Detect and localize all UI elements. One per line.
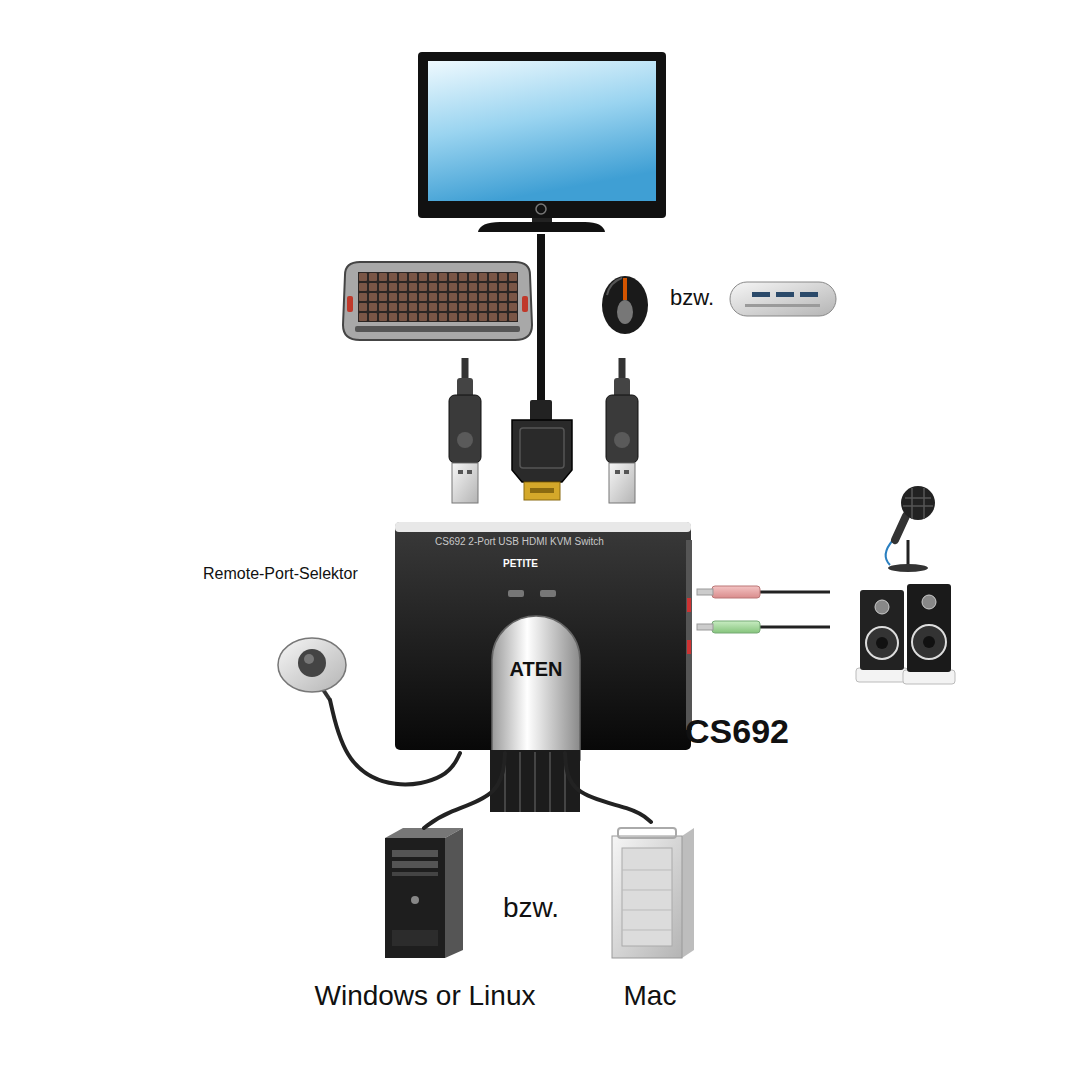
brand-badge: PETITE xyxy=(503,558,538,570)
port-selector-label: Remote-Port-Selektor xyxy=(203,565,358,583)
alternative-label: bzw. xyxy=(503,892,559,924)
alternative-label: bzw. xyxy=(670,285,714,310)
logo-text: ATEN xyxy=(510,658,563,681)
cable xyxy=(565,753,651,822)
remote-port-selector: Remote-Port-Selektor xyxy=(200,563,390,700)
model-number: CS692 xyxy=(685,712,789,751)
computer: Mac xyxy=(580,822,720,1028)
kvm-switch: CS692 2-Port USB HDMI KVM SwitchPETITE AT… xyxy=(395,520,800,753)
cable xyxy=(330,700,460,784)
model-caption: CS692 2-Port USB HDMI KVM Switch xyxy=(435,536,604,548)
os-label: Windows or Linux xyxy=(315,980,536,1012)
cable xyxy=(424,753,505,828)
os-label: Mac xyxy=(624,980,677,1012)
computer: Windows or Linux xyxy=(300,828,550,1028)
